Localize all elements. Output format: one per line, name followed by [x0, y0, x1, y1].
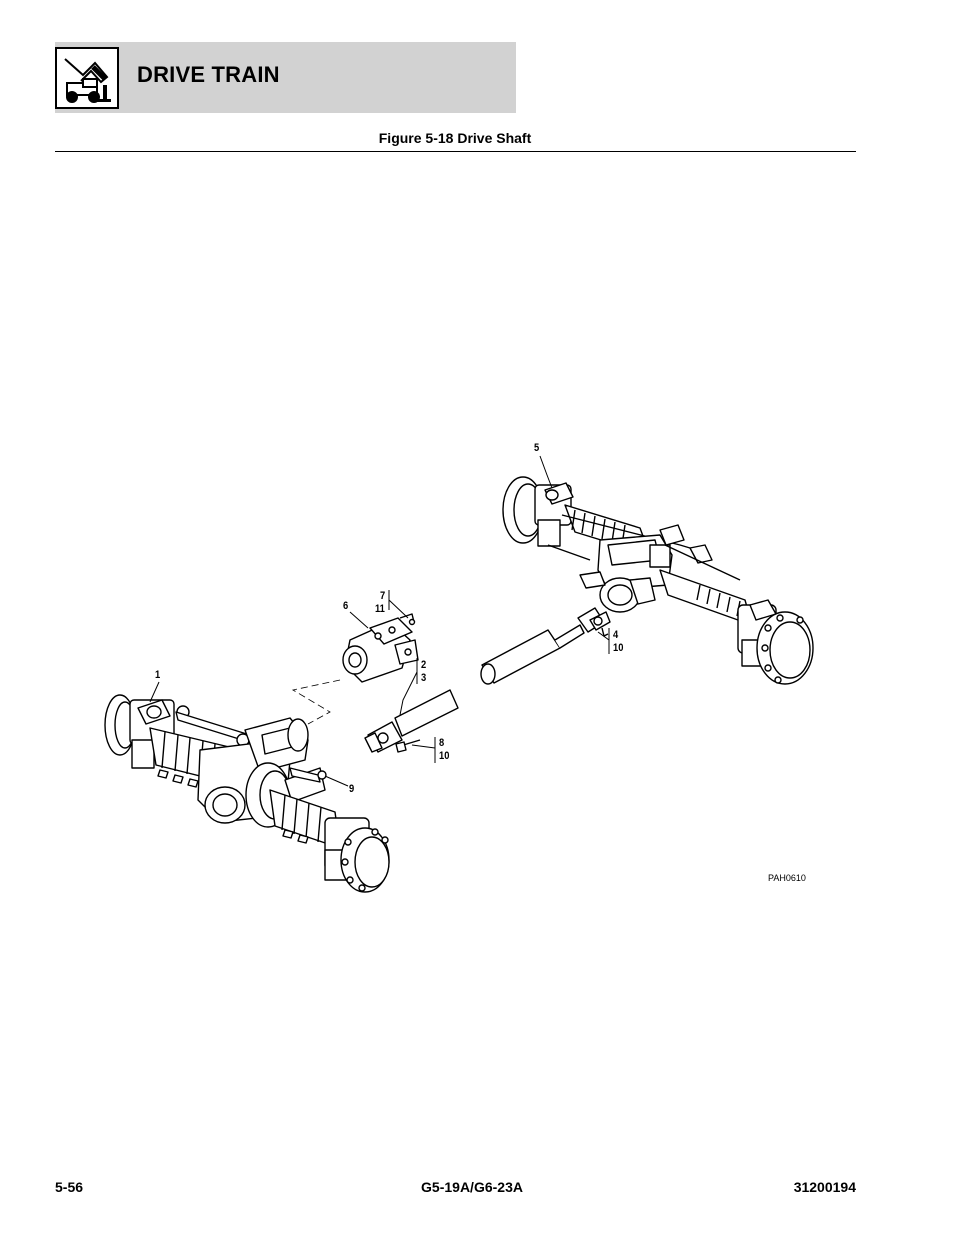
drive-motor — [342, 613, 419, 683]
doc-number: 31200194 — [793, 1179, 856, 1195]
callout-11: 11 — [375, 603, 385, 615]
callout-9: 9 — [349, 783, 355, 795]
model-number: G5-19A/G6-23A — [421, 1179, 523, 1195]
front-axle-assembly — [104, 689, 459, 893]
callout-5: 5 — [534, 442, 540, 454]
callout-10-front: 10 — [439, 750, 450, 762]
callout-2: 2 — [421, 659, 427, 671]
lift-truck-icon — [55, 47, 119, 109]
callout-3: 3 — [421, 672, 427, 684]
callout-6: 6 — [343, 600, 349, 612]
header-rule — [55, 151, 856, 152]
callout-8: 8 — [439, 737, 445, 749]
rear-axle-assembly — [480, 476, 814, 685]
section-title: DRIVE TRAIN — [137, 62, 280, 87]
callout-4: 4 — [613, 629, 619, 641]
callout-7: 7 — [380, 590, 386, 602]
header-band — [55, 42, 516, 113]
drawing-id: PAH0610 — [768, 873, 806, 883]
figure-caption: Figure 5-18 Drive Shaft — [378, 130, 532, 146]
callout-1: 1 — [155, 669, 161, 681]
page-number: 5-56 — [55, 1179, 84, 1195]
callout-10-rear: 10 — [613, 642, 624, 654]
